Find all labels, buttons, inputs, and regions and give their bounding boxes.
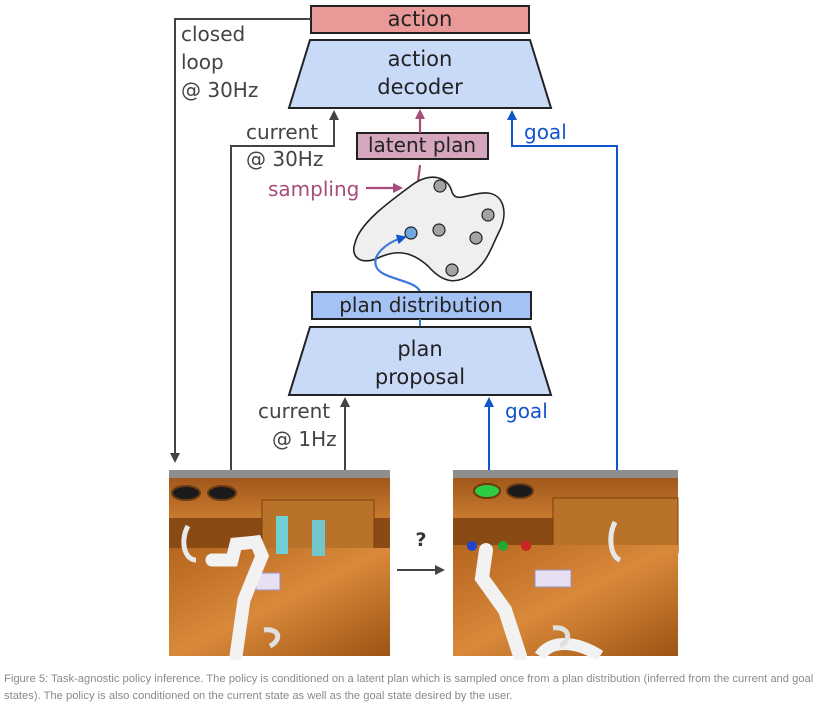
plan-distribution-box — [311, 291, 532, 320]
plan-distribution-label: plan distribution — [339, 293, 503, 317]
goal-top-arrow — [507, 110, 618, 470]
plan-proposal-label-line2: proposal — [375, 365, 465, 389]
selected-sample-point — [404, 226, 418, 240]
plan-distribution-blob — [353, 176, 505, 282]
action-decoder-label-line2: decoder — [377, 75, 463, 99]
plan-sample-point — [432, 223, 446, 237]
plan-sample-point — [445, 263, 459, 277]
current-1hz-label-line2: @ 1Hz — [272, 427, 337, 451]
plan-sample-point — [469, 231, 483, 245]
current-30hz-arrow — [230, 110, 339, 470]
policy-inference-diagram: action action decoder latent plan sampli… — [169, 5, 679, 660]
caption-line-2: current and goal states). The policy is … — [4, 673, 814, 702]
latent-plan-label: latent plan — [368, 133, 476, 157]
action-decoder-block — [287, 39, 553, 109]
distribution-to-sample-arrow — [374, 234, 422, 294]
closed-loop-arrow — [170, 18, 311, 463]
goal-bottom-label: goal — [505, 399, 548, 423]
plan-proposal-block — [287, 326, 553, 396]
current-30hz-label-line1: current — [246, 120, 318, 144]
plan-sample-point — [481, 208, 495, 222]
transition-question-mark: ? — [415, 529, 426, 551]
plan-sample-point — [433, 179, 447, 193]
sampling-label: sampling — [268, 177, 359, 201]
latent-plan-box — [356, 132, 489, 160]
current-1hz-label-line1: current — [258, 399, 330, 423]
goal-state-image — [453, 470, 679, 660]
figure-caption: Figure 5: Task-agnostic policy inference… — [4, 671, 836, 705]
goal-top-label: goal — [524, 120, 567, 144]
current-state-image — [169, 470, 390, 660]
action-decoder-label-line1: action — [388, 47, 453, 71]
closed-loop-label-line2: loop — [181, 50, 224, 74]
current-30hz-label-line2: @ 30Hz — [246, 147, 323, 171]
closed-loop-label-line1: closed — [181, 22, 245, 46]
caption-line-1: Figure 5: Task-agnostic policy inference… — [4, 673, 730, 685]
action-label: action — [388, 7, 453, 31]
closed-loop-label-line3: @ 30Hz — [181, 78, 258, 102]
plan-proposal-label-line1: plan — [397, 337, 442, 361]
